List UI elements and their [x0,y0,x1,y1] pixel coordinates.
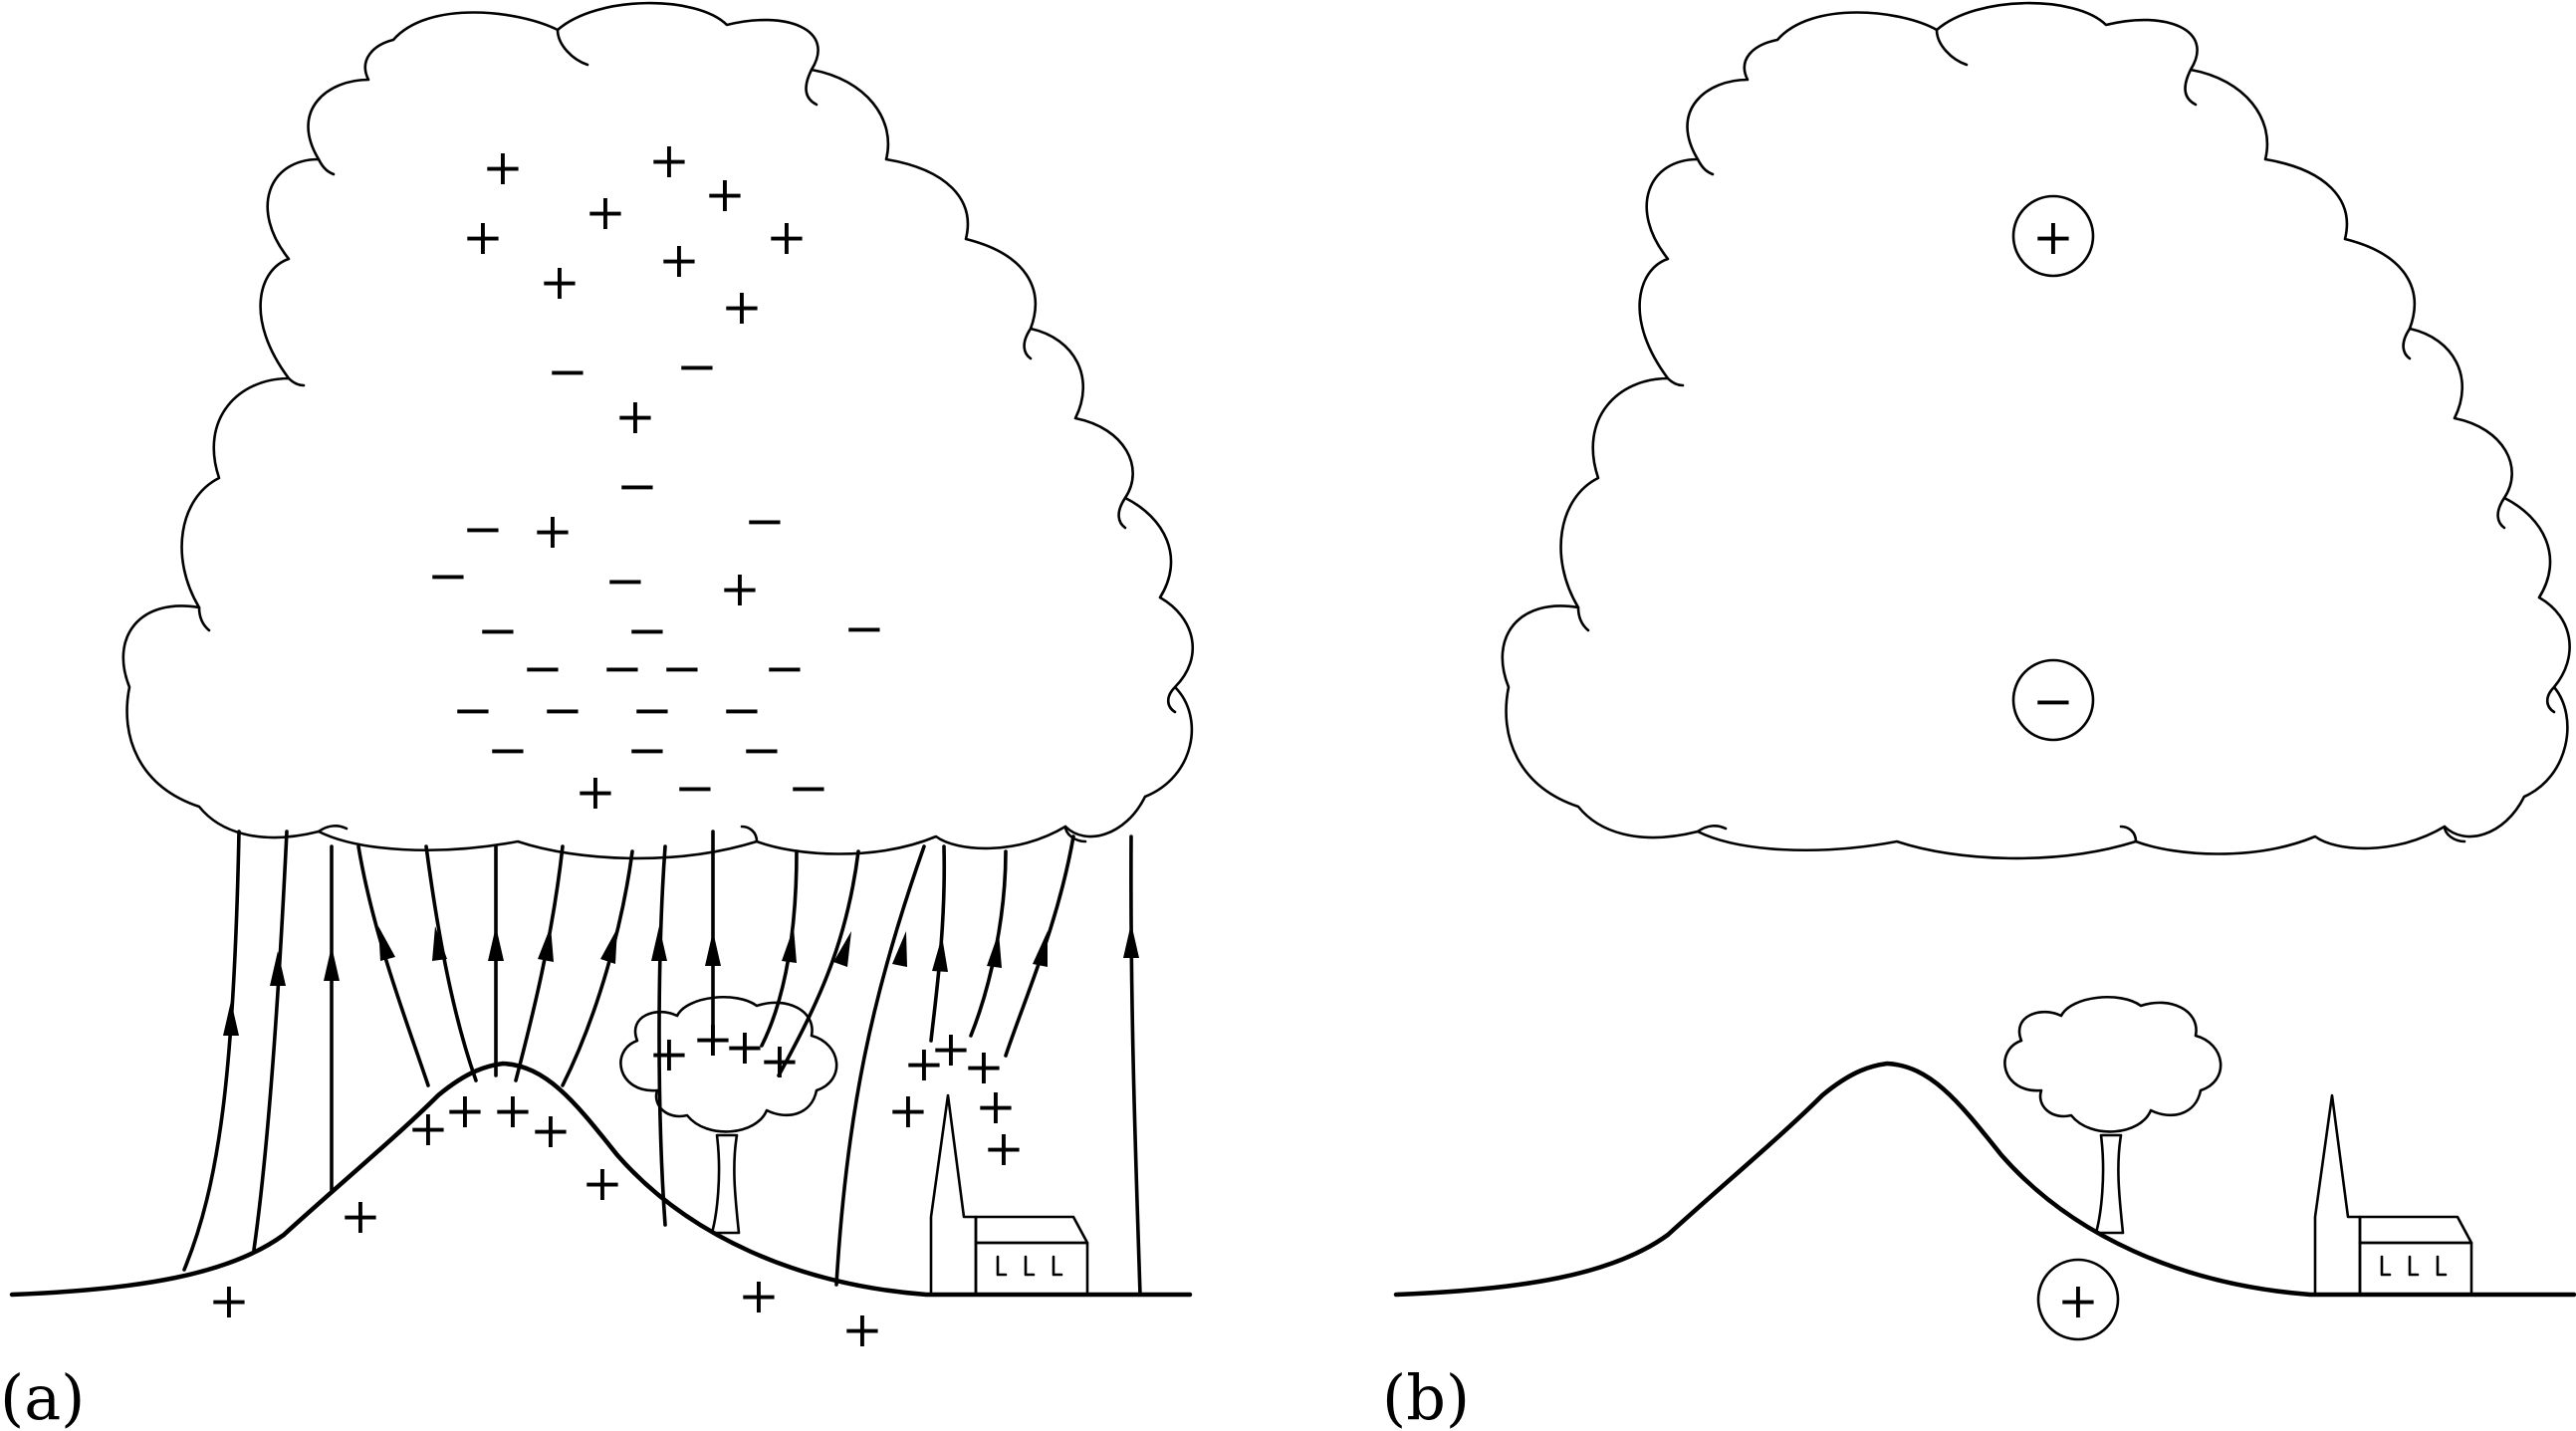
panel-label-b: (b) [1382,1361,1470,1431]
charge-minus: − [764,639,806,697]
charge-plus: + [724,1018,766,1075]
thundercloud-b [1501,1,2571,860]
charge-plus: + [444,1081,486,1139]
charge-plus: + [983,1119,1025,1177]
tree-a [619,995,838,1235]
cloud-negative-charge [2011,658,2095,742]
charge-plus: + [692,1010,734,1068]
field-arrowheads [223,923,1139,1036]
charge-minus: − [452,681,494,739]
charge-plus: + [903,1035,945,1092]
charge-plus: + [704,165,746,223]
charge-minus: − [547,343,588,400]
charge-plus: + [648,131,690,189]
charge-minus: − [843,599,885,657]
ground-line-b [1393,1061,2576,1298]
thundercloud-a [121,1,1195,860]
charge-minus: − [788,759,829,817]
ground-charges-a: + + + + + + + + + + + + + + + + + + + [208,1010,1025,1358]
charge-plus: + [975,1077,1017,1135]
charge-minus: − [631,681,673,739]
tree-b [2003,995,2223,1235]
charge-plus: + [766,208,808,266]
charge-minus: − [721,681,763,739]
charge-minus: − [601,639,643,697]
charge-plus: + [841,1301,883,1358]
image-positive-charge [2036,1258,2120,1341]
cloud-scallop-detail [1576,28,2556,843]
church-a [929,1093,1089,1297]
charge-minus: − [741,721,783,779]
charge-minus: − [626,721,668,779]
charge-plus: + [721,278,763,336]
cloud-charges-a: + + + + + + + + + − − + − − + − − − + − … [427,131,885,821]
equivalent-charges: + − + [2011,194,2120,1341]
charge-plus: + [963,1038,1005,1095]
church-b [2313,1093,2473,1297]
charge-minus: − [462,500,504,558]
charge-plus: + [719,560,761,617]
charge-minus: − [676,338,718,395]
charge-minus: − [487,721,529,779]
charge-minus: − [542,681,584,739]
charge-minus: − [522,639,564,697]
charge-plus: + [407,1099,449,1157]
charge-minus: − [477,601,519,659]
charge-plus: + [482,138,524,196]
charge-plus: + [585,183,626,241]
charge-minus: − [604,552,646,609]
charge-minus: − [616,457,658,515]
cloud-scallop-detail [197,28,1177,843]
charge-plus: + [208,1272,250,1329]
charge-plus: + [648,1025,690,1082]
charge-plus: + [658,231,700,289]
charge-plus: + [2057,1272,2099,1329]
charge-plus: + [340,1187,381,1245]
charge-plus: + [614,387,656,445]
charge-plus: + [530,1101,572,1159]
charge-plus: + [462,208,504,266]
charge-plus: + [492,1081,534,1139]
charge-plus: + [738,1267,780,1324]
charge-plus: + [930,1020,972,1077]
charge-plus: + [532,502,574,560]
panel-label-a: (a) [0,1361,85,1431]
charge-plus: + [539,253,581,311]
charge-minus: − [427,547,469,604]
charge-plus: + [2032,208,2074,266]
charge-plus: + [887,1081,929,1139]
panel-b: + − + (b) [1382,1,2576,1431]
charge-minus: − [2032,672,2074,730]
charge-minus: − [744,492,786,550]
charge-plus: + [575,763,616,821]
cloud-positive-charge [2011,194,2095,278]
charge-minus: − [661,639,703,697]
ground-line-a [9,1061,1193,1298]
charge-plus: + [759,1032,801,1089]
panel-a: + + + + + + + + + − − + − − + − − − + − … [0,1,1195,1431]
charge-minus: − [626,601,668,659]
charge-plus: + [582,1154,623,1212]
charge-minus: − [674,759,716,817]
